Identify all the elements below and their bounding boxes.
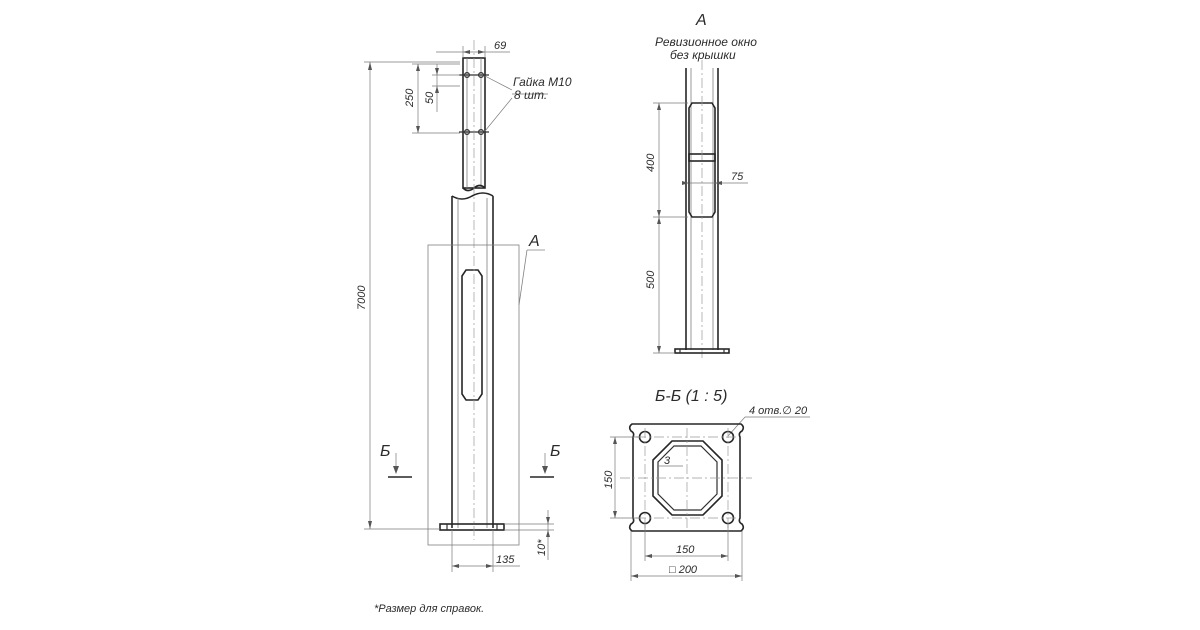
- section-mark-right-label: Б: [550, 443, 560, 460]
- dim-plate-size: □ 200: [669, 564, 698, 576]
- detail-a-subtitle-line2: без крышки: [670, 48, 736, 62]
- dim-base-offset: 10*: [536, 539, 548, 556]
- detail-a-view: А Ревизионное окно без крышки 400 7: [645, 12, 757, 360]
- dim-width-150: 150: [676, 544, 695, 556]
- main-view: 69 250 50 Гайка М10 8 шт. 7000 А Б Б 10*…: [356, 40, 572, 572]
- dim-height-150: 150: [603, 470, 615, 489]
- dim-top-width: 69: [494, 40, 506, 52]
- detail-a-title: А: [695, 12, 707, 29]
- pole-section-inner: [657, 445, 718, 511]
- dim-height-250: 250: [404, 88, 416, 108]
- detail-callout: А: [528, 233, 540, 250]
- detail-base-plate: [674, 348, 730, 354]
- holes-label: 4 отв.∅ 20: [749, 405, 808, 417]
- dim-base-width: 135: [496, 554, 515, 566]
- nut-label-line1: Гайка М10: [513, 75, 572, 89]
- detail-a-pole: [674, 60, 730, 360]
- section-bb-view: Б-Б (1 : 5) 4 отв.∅ 20 3 150: [603, 388, 810, 581]
- service-window: [461, 269, 483, 401]
- dim-window-height: 400: [645, 153, 657, 172]
- pole-section-outer: [652, 440, 723, 516]
- section-mark-left-label: Б: [380, 443, 390, 460]
- section-bb-title: Б-Б (1 : 5): [655, 388, 727, 405]
- detail-service-window: [688, 102, 716, 218]
- lower-shaft: [439, 192, 505, 531]
- dim-height-50: 50: [424, 91, 436, 104]
- dim-total-height: 7000: [356, 285, 368, 310]
- section-mark-right: [530, 453, 554, 478]
- detail-a-frame: [427, 244, 520, 546]
- section-mark-left: [388, 453, 412, 478]
- dim-window-width: 75: [731, 171, 744, 183]
- nut-label-line2: 8 шт.: [514, 88, 547, 102]
- dim-wall: 3: [664, 455, 671, 467]
- flange-plate: [628, 423, 745, 532]
- dim-window-elevation: 500: [645, 270, 657, 289]
- base-plate: [439, 523, 505, 531]
- footnote: *Размер для справок.: [374, 603, 484, 615]
- detail-a-subtitle-line1: Ревизионное окно: [655, 35, 757, 49]
